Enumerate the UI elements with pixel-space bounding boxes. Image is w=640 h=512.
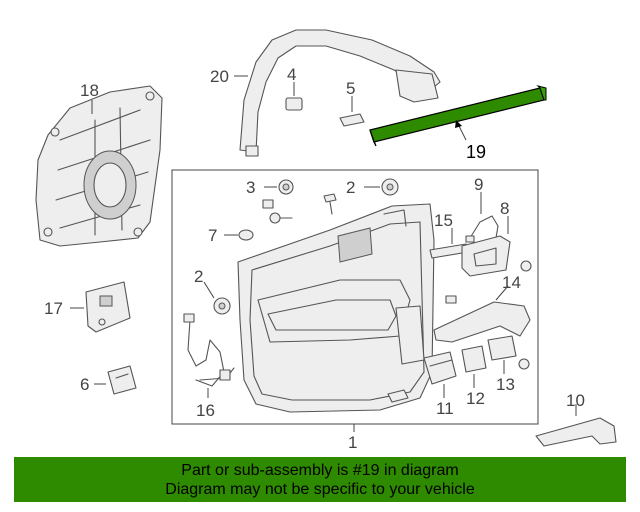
callout-15: 15 bbox=[434, 211, 453, 230]
leader-19-arrowhead bbox=[455, 120, 462, 128]
callout-11: 11 bbox=[436, 399, 454, 418]
leader-14 bbox=[495, 285, 509, 301]
part-9-cable[interactable] bbox=[465, 215, 499, 243]
callout-8: 8 bbox=[500, 199, 509, 218]
part-6-bracket[interactable] bbox=[107, 365, 137, 395]
part-10-trim[interactable] bbox=[535, 417, 617, 447]
callout-5: 5 bbox=[346, 79, 355, 98]
part-14-bracket[interactable] bbox=[433, 295, 531, 343]
part-18-regulator-panel[interactable] bbox=[35, 85, 163, 247]
callout-19: 19 bbox=[466, 142, 486, 162]
callout-9: 9 bbox=[474, 175, 483, 194]
part-4-clip[interactable] bbox=[285, 97, 303, 111]
part-16-wiring-harness[interactable] bbox=[183, 313, 235, 387]
callout-13: 13 bbox=[496, 375, 515, 394]
banner-line-2: Diagram may not be specific to your vehi… bbox=[165, 481, 475, 498]
callout-12: 12 bbox=[466, 389, 485, 408]
callout-20: 20 bbox=[210, 67, 229, 86]
banner-line-1: Part or sub-assembly is #19 in diagram bbox=[181, 462, 459, 479]
screw-top-center[interactable] bbox=[323, 193, 337, 215]
small-clip[interactable] bbox=[387, 389, 409, 403]
callout-2-top: 2 bbox=[346, 178, 355, 197]
callout-16: 16 bbox=[196, 401, 215, 420]
callout-3: 3 bbox=[246, 178, 255, 197]
part-20-window-channel[interactable] bbox=[239, 29, 441, 157]
assembly-1-outline bbox=[171, 169, 539, 425]
callout-7: 7 bbox=[208, 226, 217, 245]
callout-10: 10 bbox=[566, 391, 585, 410]
callout-18: 18 bbox=[80, 81, 99, 100]
callout-4: 4 bbox=[287, 65, 296, 84]
callout-14: 14 bbox=[502, 273, 521, 292]
door-trim-panel[interactable] bbox=[237, 203, 435, 413]
info-banner: Part or sub-assembly is #19 in diagram D… bbox=[14, 457, 626, 502]
leader-2-left bbox=[203, 281, 215, 299]
part-11-switch-assembly[interactable] bbox=[423, 351, 457, 385]
parts-diagram: 18 20 4 5 19 1 bbox=[35, 29, 617, 452]
part-17-bracket[interactable] bbox=[85, 281, 131, 333]
part-2-top-fastener[interactable] bbox=[381, 178, 399, 196]
part-12-switch[interactable] bbox=[461, 345, 487, 373]
screw-upper-left[interactable] bbox=[269, 212, 293, 224]
part-13-switch[interactable] bbox=[487, 335, 530, 370]
part-19-belt-molding[interactable] bbox=[369, 85, 547, 147]
callout-2-left: 2 bbox=[194, 267, 203, 286]
callout-1: 1 bbox=[348, 433, 357, 452]
part-7-plug[interactable] bbox=[238, 229, 254, 241]
callout-6: 6 bbox=[80, 375, 89, 394]
part-2-left-fastener[interactable] bbox=[213, 297, 231, 315]
part-5-clip[interactable] bbox=[339, 113, 365, 127]
part-8-handle[interactable] bbox=[461, 235, 532, 277]
part-3-fastener[interactable] bbox=[262, 179, 294, 209]
callout-17: 17 bbox=[44, 299, 63, 318]
